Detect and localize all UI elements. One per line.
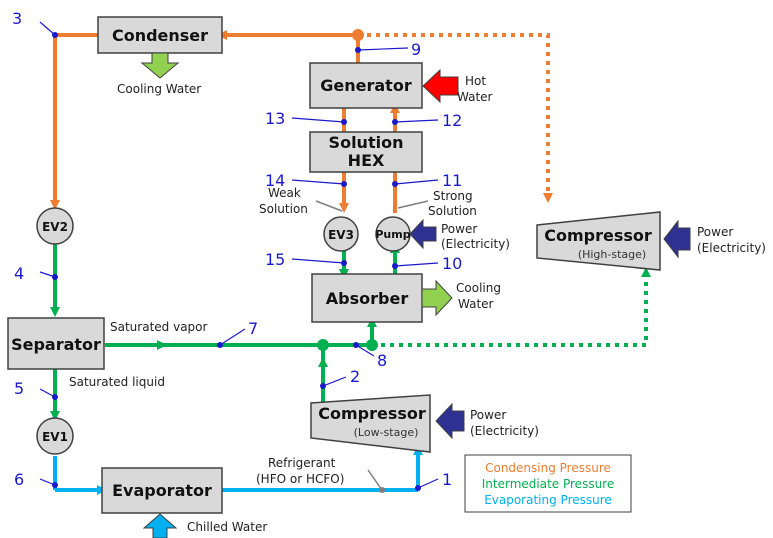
legend-condensing: Condensing Pressure bbox=[485, 461, 611, 475]
condenser-label: Condenser bbox=[112, 26, 208, 45]
pump-label: Pump bbox=[375, 228, 410, 241]
state-point-11: 11 bbox=[442, 171, 462, 190]
legend-intermediate: Intermediate Pressure bbox=[482, 477, 614, 491]
state-point-13: 13 bbox=[265, 109, 285, 128]
intermediate-junction-node-2 bbox=[366, 339, 378, 351]
state-point-5: 5 bbox=[14, 379, 24, 398]
ev1-valve bbox=[36, 417, 74, 455]
absorber-box bbox=[311, 273, 423, 323]
generator-label: Generator bbox=[320, 76, 412, 95]
strong-solution-label-2: Solution bbox=[428, 204, 477, 218]
hot-water-label-2: Water bbox=[457, 90, 493, 104]
cooling-water-absorber-arrow bbox=[421, 279, 453, 317]
chilled-water-label: Chilled Water bbox=[187, 520, 267, 534]
compressor-high-stage-label: Compressor bbox=[544, 226, 652, 245]
pressure-legend bbox=[464, 454, 632, 513]
ev2-label: EV2 bbox=[42, 220, 68, 234]
state-point-6: 6 bbox=[14, 470, 24, 489]
strong-solution-leader bbox=[397, 200, 429, 209]
ev1-label: EV1 bbox=[42, 430, 68, 444]
power-low-stage-label-2: (Electricity) bbox=[470, 424, 539, 438]
state-point-7: 7 bbox=[248, 319, 258, 338]
ev3-label: EV3 bbox=[328, 228, 354, 242]
generator-box bbox=[309, 62, 423, 109]
ev3-valve bbox=[323, 216, 359, 252]
state-point-4: 4 bbox=[14, 264, 24, 283]
ev2-valve bbox=[36, 207, 74, 245]
cooling-water-absorber-label-2: Water bbox=[458, 297, 494, 311]
intermediate-junction-node-1 bbox=[317, 339, 329, 351]
legend-evaporating: Evaporating Pressure bbox=[484, 493, 612, 507]
power-pump-label-1: Power bbox=[441, 222, 477, 236]
solution-hex-label-1: Solution bbox=[329, 133, 404, 152]
cooling-water-absorber-label-1: Cooling bbox=[456, 281, 501, 295]
state-point-2: 2 bbox=[350, 367, 360, 386]
separator-box bbox=[7, 317, 105, 370]
saturated-vapor-label: Saturated vapor bbox=[110, 320, 208, 334]
power-high-stage-label-2: (Electricity) bbox=[697, 241, 766, 255]
power-high-stage-label-1: Power bbox=[697, 225, 733, 239]
refrigerant-label-1: Refrigerant bbox=[268, 456, 336, 470]
condenser-box bbox=[97, 16, 223, 54]
compressor-low-stage-sublabel: (Low-stage) bbox=[354, 426, 419, 439]
weak-solution-label-1: Weak bbox=[268, 186, 301, 200]
weak-solution-label-2: Solution bbox=[259, 202, 308, 216]
state-point-leaders bbox=[39, 21, 439, 489]
compressor-low-stage-label: Compressor bbox=[318, 404, 426, 423]
separator-label: Separator bbox=[11, 335, 101, 354]
compressor-high-stage-sublabel: (High-stage) bbox=[578, 248, 646, 261]
saturated-liquid-label: Saturated liquid bbox=[69, 375, 165, 389]
compressor-low-stage bbox=[310, 394, 431, 453]
state-point-14: 14 bbox=[265, 171, 285, 190]
hot-water-arrow bbox=[422, 68, 459, 104]
hot-water-label-1: Hot bbox=[465, 74, 486, 88]
solution-hex-label-2: HEX bbox=[348, 151, 385, 170]
power-pump-arrow bbox=[409, 218, 437, 250]
solution-hex-box bbox=[309, 131, 423, 173]
state-point-15: 15 bbox=[265, 250, 285, 269]
power-high-stage-arrow bbox=[663, 219, 691, 259]
cooling-water-condenser-arrow bbox=[140, 52, 180, 79]
power-low-stage-arrow bbox=[435, 402, 465, 440]
state-point-1: 1 bbox=[442, 470, 452, 489]
state-point-10: 10 bbox=[442, 254, 462, 273]
state-point-12: 12 bbox=[442, 111, 462, 130]
evaporator-box bbox=[101, 467, 223, 514]
condensing-pressure-lines bbox=[50, 30, 553, 213]
cooling-water-condenser-label: Cooling Water bbox=[117, 82, 201, 96]
refrigerant-label-2: (HFO or HCFO) bbox=[256, 472, 344, 486]
refrigerant-leader bbox=[367, 469, 383, 491]
state-point-3: 3 bbox=[12, 9, 22, 28]
absorber-label: Absorber bbox=[326, 289, 409, 308]
evaporator-label: Evaporator bbox=[112, 481, 212, 500]
chilled-water-arrow bbox=[142, 513, 178, 538]
strong-solution-label-1: Strong bbox=[433, 189, 473, 203]
evaporating-pressure-lines bbox=[53, 445, 423, 495]
condensing-junction-node bbox=[352, 29, 364, 41]
compressor-high-stage bbox=[536, 211, 661, 271]
weak-solution-leader bbox=[315, 200, 343, 212]
refrigerant-leader-dot bbox=[379, 487, 385, 493]
power-pump-label-2: (Electricity) bbox=[441, 237, 510, 251]
state-point-9: 9 bbox=[411, 40, 421, 59]
power-low-stage-label-1: Power bbox=[470, 408, 506, 422]
state-point-8: 8 bbox=[377, 351, 387, 370]
